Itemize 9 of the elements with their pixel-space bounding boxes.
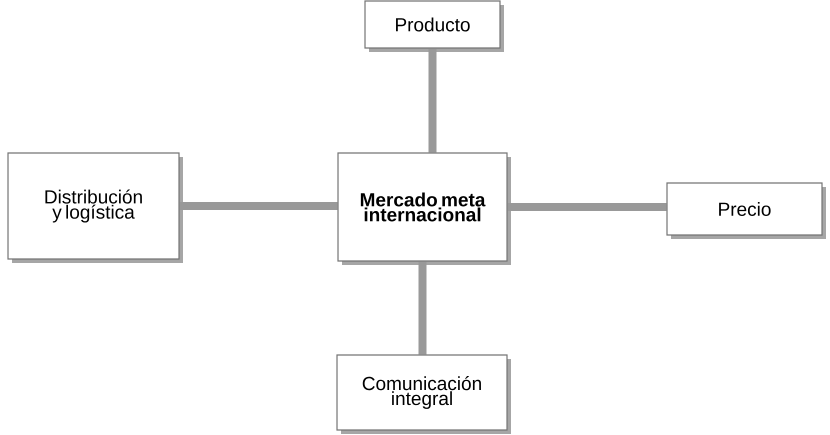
- box: Mercado meta internacional: [337, 152, 511, 265]
- box: Producto: [364, 0, 504, 52]
- box: Comunicación integral: [336, 354, 511, 434]
- connector-line: [508, 203, 666, 211]
- connector-line: [428, 48, 436, 152]
- box: Precio: [666, 182, 826, 239]
- box: Distribución y logística: [7, 152, 183, 263]
- connector-line: [180, 202, 338, 210]
- connector-line: [418, 262, 426, 354]
